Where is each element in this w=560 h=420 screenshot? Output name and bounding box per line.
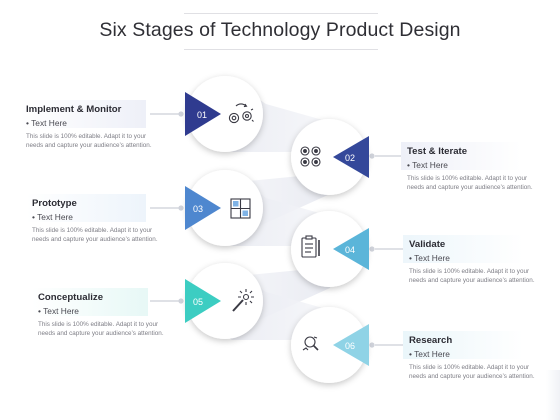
clipboard-check-icon — [301, 235, 320, 258]
stage-03: 03 — [185, 170, 263, 246]
stage-01-highlight — [20, 100, 146, 128]
stage-04-heading: Validate — [409, 239, 446, 250]
stage-06-description: This slide is 100% editable. Adapt it to… — [409, 364, 535, 380]
stage-03-label: Prototype • Text Here This slide is 100%… — [26, 194, 172, 244]
corner-decoration — [546, 370, 560, 420]
stage-05-highlight — [32, 288, 148, 316]
stage-02-description: This slide is 100% editable. Adapt it to… — [407, 175, 533, 191]
layout-blocks-icon — [230, 198, 251, 219]
stage-04-number: 04 — [345, 245, 355, 255]
connector-dot-02 — [369, 153, 375, 159]
stage-05-heading: Conceptualize — [38, 292, 104, 303]
stage-03-heading: Prototype — [32, 198, 77, 209]
title-top-rule — [184, 13, 378, 14]
stage-02-circle — [291, 119, 367, 195]
connector-dot-01 — [178, 111, 184, 117]
stage-06-label: Research • Text Here This slide is 100% … — [403, 331, 549, 381]
stage-05-description: This slide is 100% editable. Adapt it to… — [38, 321, 164, 337]
stage-03-number: 03 — [193, 204, 203, 214]
settings-monitor-icon — [228, 103, 254, 124]
stage-01-bullet: • Text Here — [26, 118, 67, 128]
stage-06-bullet: • Text Here — [409, 349, 450, 359]
stage-02: 02 — [291, 119, 369, 195]
stage-06: 06 — [291, 307, 369, 383]
stage-06-highlight — [403, 331, 523, 359]
title-bottom-rule — [184, 49, 378, 50]
stage-03-highlight — [26, 194, 146, 222]
connector-dot-03 — [178, 205, 184, 211]
stage-04-bullet: • Text Here — [409, 253, 450, 263]
label-connectors — [150, 111, 405, 348]
stage-01-circle — [187, 76, 263, 152]
stage-01-arrow — [185, 92, 221, 136]
magic-wand-icon — [232, 289, 254, 312]
stage-02-label: Test & Iterate • Text Here This slide is… — [401, 142, 547, 192]
stage-01-heading: Implement & Monitor — [26, 104, 122, 115]
stage-05-arrow — [185, 279, 221, 323]
stage-05-number: 05 — [193, 297, 203, 307]
stage-04-arrow — [333, 228, 369, 270]
stage-06-arrow — [333, 324, 369, 366]
stage-06-circle — [291, 307, 367, 383]
stage-02-arrow — [333, 136, 369, 178]
stage-05-label: Conceptualize • Text Here This slide is … — [32, 288, 178, 338]
stage-05-bullet: • Text Here — [38, 306, 79, 316]
stage-01-description: This slide is 100% editable. Adapt it to… — [26, 133, 152, 149]
stage-02-bullet: • Text Here — [407, 160, 448, 170]
stage-03-description: This slide is 100% editable. Adapt it to… — [32, 227, 158, 243]
stage-04-description: This slide is 100% editable. Adapt it to… — [409, 268, 535, 284]
stage-06-heading: Research — [409, 335, 453, 346]
stage-01-number: 01 — [197, 110, 207, 120]
stage-01-label: Implement & Monitor • Text Here This sli… — [20, 100, 166, 150]
stage-02-heading: Test & Iterate — [407, 146, 468, 157]
connector-dot-04 — [369, 246, 375, 252]
slide-title: Six Stages of Technology Product Design — [99, 19, 461, 41]
stage-04-circle — [291, 211, 367, 287]
stage-03-circle — [187, 170, 263, 246]
connector-dot-05 — [178, 298, 184, 304]
gears-grid-icon — [300, 146, 321, 167]
stage-04-label: Validate • Text Here This slide is 100% … — [403, 235, 549, 285]
stage-04: 04 — [291, 211, 369, 287]
stage-06-number: 06 — [345, 341, 355, 351]
stage-03-arrow — [185, 186, 221, 230]
stage-02-number: 02 — [345, 153, 355, 163]
stage-03-bullet: • Text Here — [32, 212, 73, 222]
stage-05-circle — [187, 263, 263, 339]
stage-05: 05 — [185, 263, 263, 339]
search-analysis-icon — [302, 336, 319, 351]
connector-dot-06 — [369, 342, 375, 348]
stage-01: 01 — [185, 76, 263, 152]
stage-02-highlight — [401, 142, 521, 170]
stage-04-highlight — [403, 235, 523, 263]
